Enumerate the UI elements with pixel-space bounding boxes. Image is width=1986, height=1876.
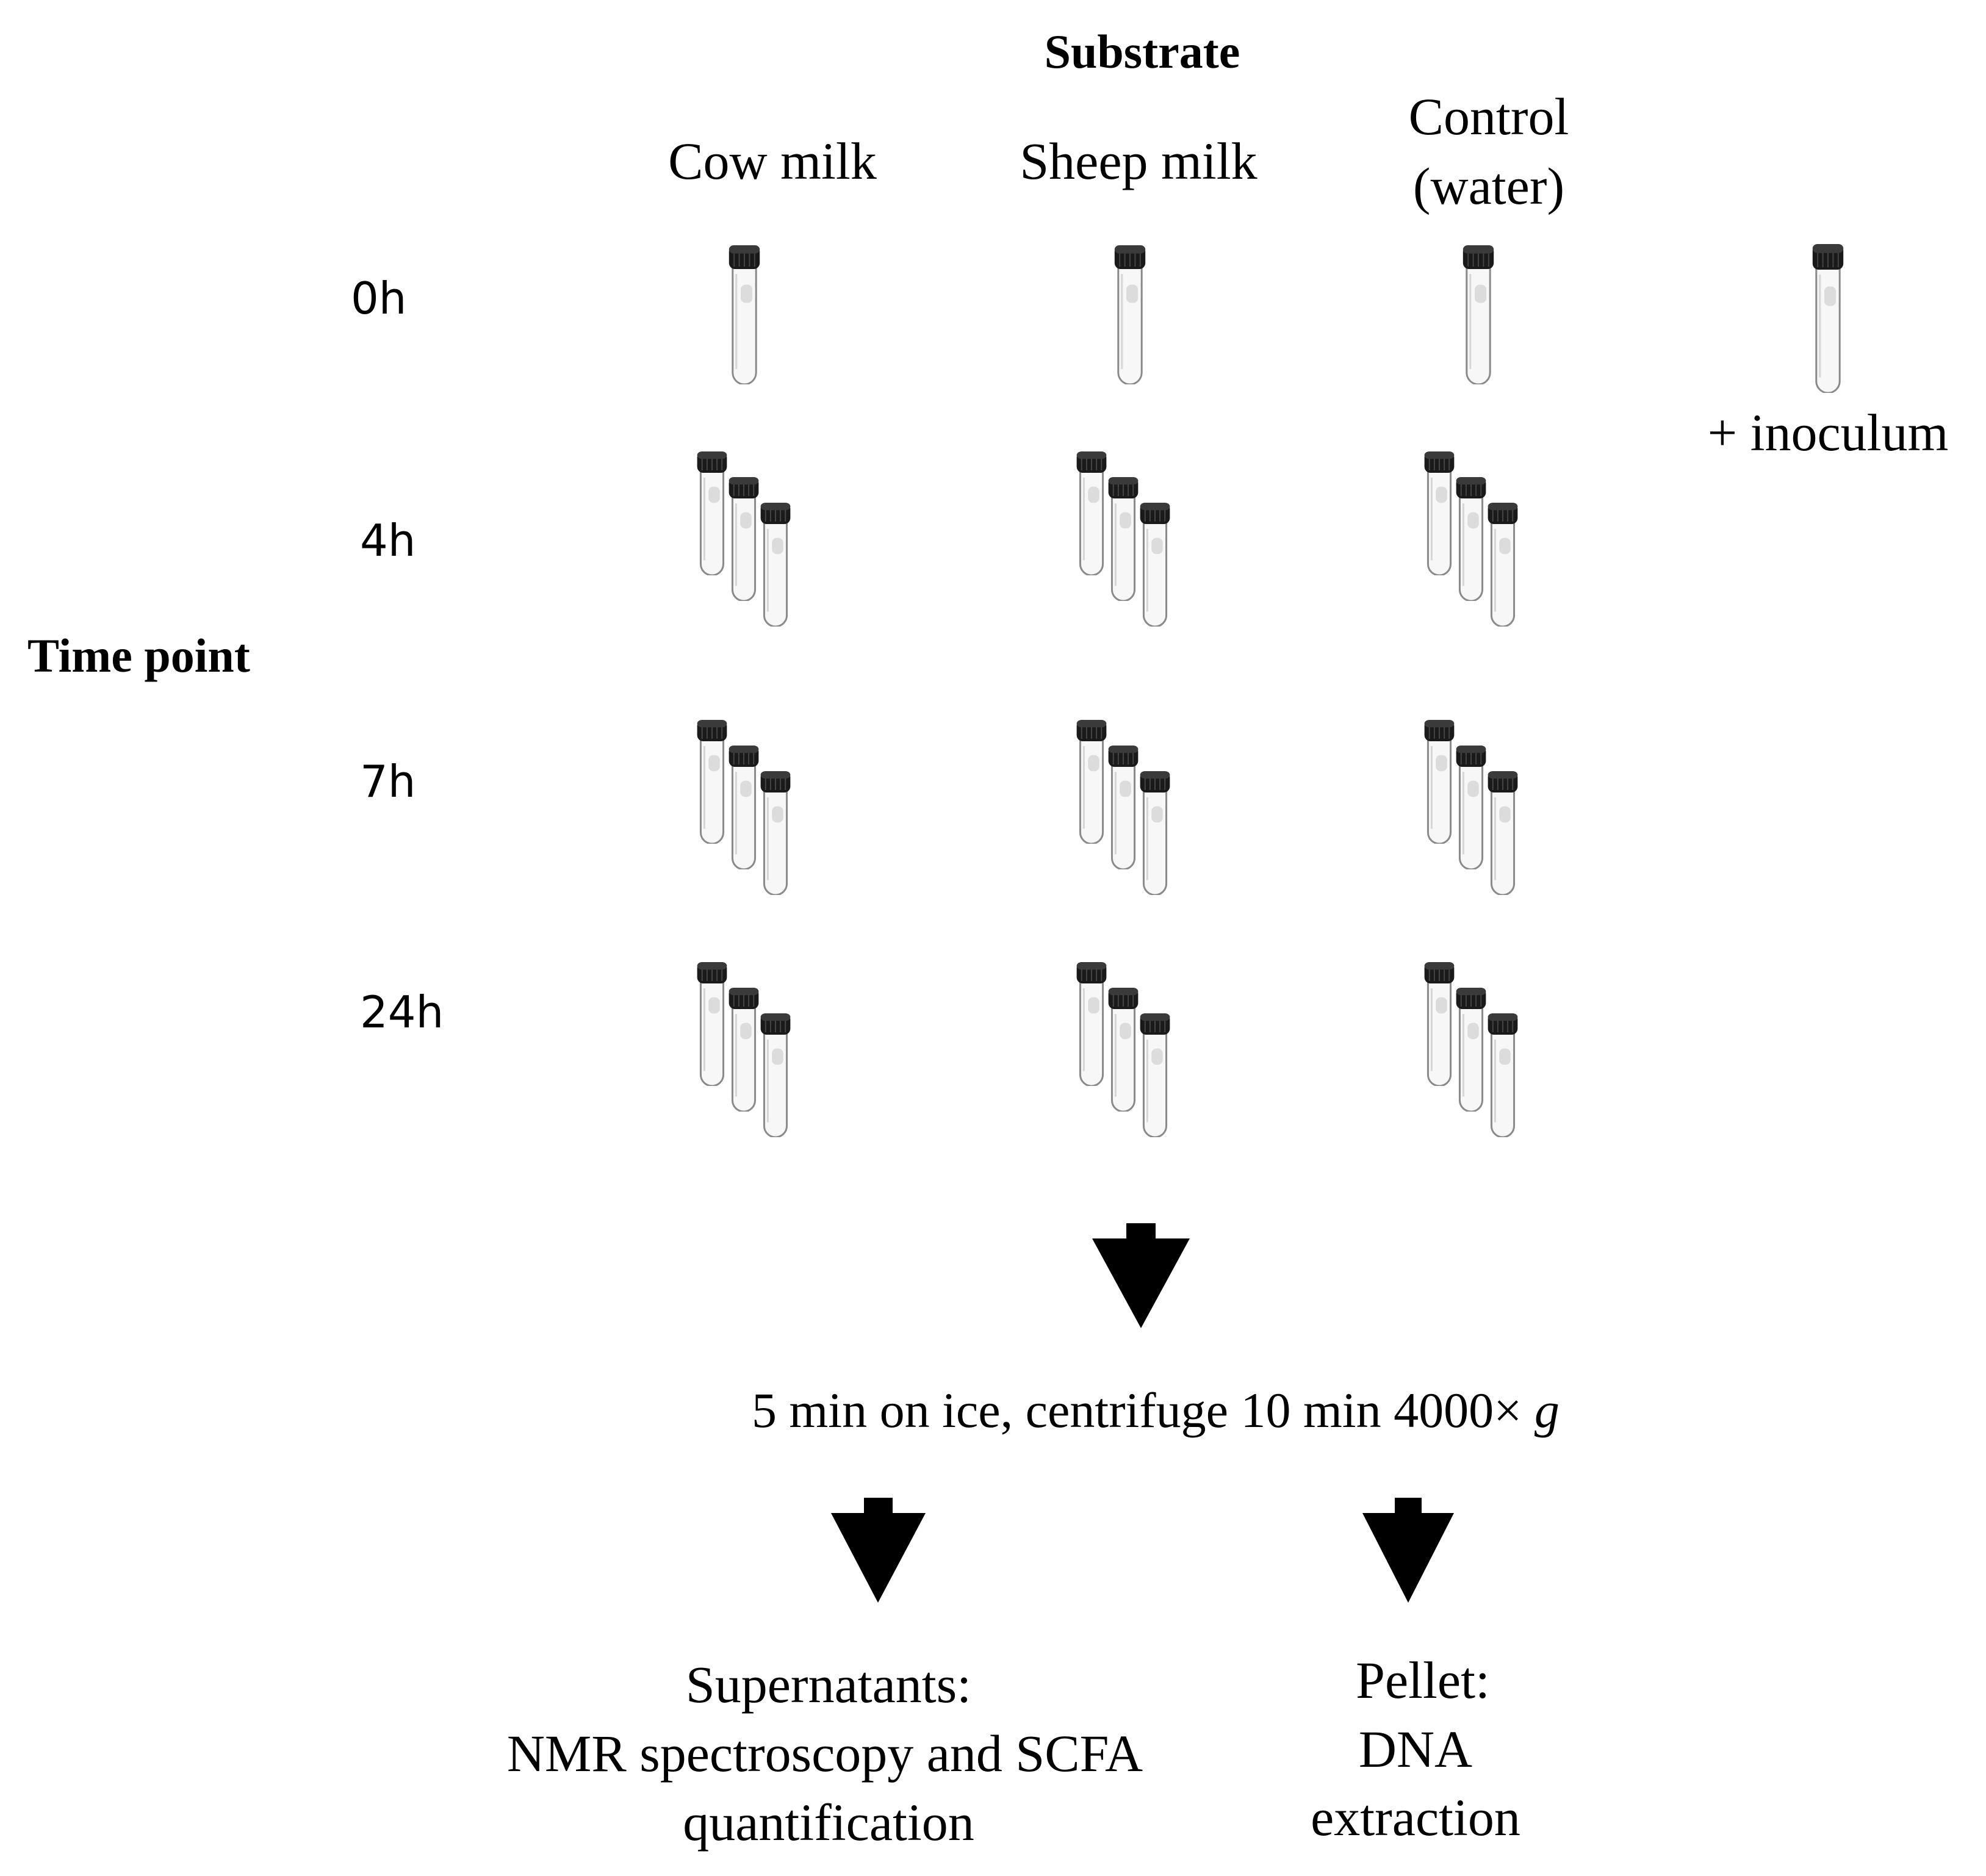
test-tube-icon (1422, 961, 1458, 1086)
test-tube-icon (1074, 450, 1110, 575)
test-tube-icon (1453, 476, 1490, 601)
test-tube-icon (726, 987, 763, 1112)
test-tube-icon (1137, 770, 1174, 895)
substrate-heading: Substrate (1044, 25, 1240, 78)
supernatants-title: Supernatants: (685, 1655, 972, 1714)
test-tube-icon (1137, 1012, 1174, 1137)
test-tube-icon (1106, 744, 1142, 869)
test-tube-icon (1453, 744, 1490, 869)
test-tube-icon (1422, 450, 1458, 575)
pellet-title: Pellet: (1356, 1651, 1490, 1709)
pellet-method: DNA (1358, 1720, 1473, 1778)
time-point-axis-label: Time point (27, 629, 250, 682)
supernatants-method: NMR spectroscopy and SCFA (506, 1724, 1143, 1783)
test-tube-icon (1074, 961, 1110, 1086)
time-label-24h: 24h (360, 987, 444, 1038)
test-tube-icon (1137, 501, 1174, 627)
process-step-unit: g (1534, 1382, 1560, 1438)
time-label-7h: 7h (360, 756, 416, 807)
column-label-cow-milk: Cow milk (668, 132, 877, 190)
test-tube-icon (758, 501, 794, 627)
test-tube-icon (1810, 243, 1846, 393)
test-tube-icon (694, 450, 731, 575)
test-tube-icon (1460, 244, 1497, 384)
test-tube-icon (726, 744, 763, 869)
down-arrow-icon (1092, 1223, 1190, 1328)
test-tube-icon (758, 1012, 794, 1137)
test-tube-icon (1485, 1012, 1522, 1137)
test-tube-icon (758, 770, 794, 895)
test-tube-icon (726, 476, 763, 601)
column-label-control-line2: (water) (1412, 157, 1565, 215)
supernatants-method-cont: quantification (683, 1793, 974, 1852)
down-arrow-icon (1362, 1498, 1454, 1603)
test-tube-icon (1112, 244, 1148, 384)
test-tube-icon (694, 961, 731, 1086)
test-tube-icon (1106, 476, 1142, 601)
test-tube-icon (1485, 501, 1522, 627)
test-tube-icon (1485, 770, 1522, 895)
time-label-0h: 0h (351, 273, 407, 324)
process-step-description: 5 min on ice, centrifuge 10 min 4000× (752, 1382, 1534, 1438)
test-tube-icon (1106, 987, 1142, 1112)
inoculum-label: + inoculum (1707, 403, 1949, 462)
test-tube-icon (694, 719, 731, 844)
test-tube-icon (1453, 987, 1490, 1112)
pellet-method-cont: extraction (1311, 1788, 1520, 1847)
test-tube-icon (1074, 719, 1110, 844)
down-arrow-icon (831, 1498, 926, 1603)
column-label-sheep-milk: Sheep milk (1020, 132, 1257, 190)
test-tube-icon (1422, 719, 1458, 844)
test-tube-icon (726, 244, 763, 384)
column-label-control-line1: Control (1408, 87, 1569, 146)
time-label-4h: 4h (360, 515, 416, 566)
process-step-text: 5 min on ice, centrifuge 10 min 4000× g (752, 1382, 1560, 1439)
